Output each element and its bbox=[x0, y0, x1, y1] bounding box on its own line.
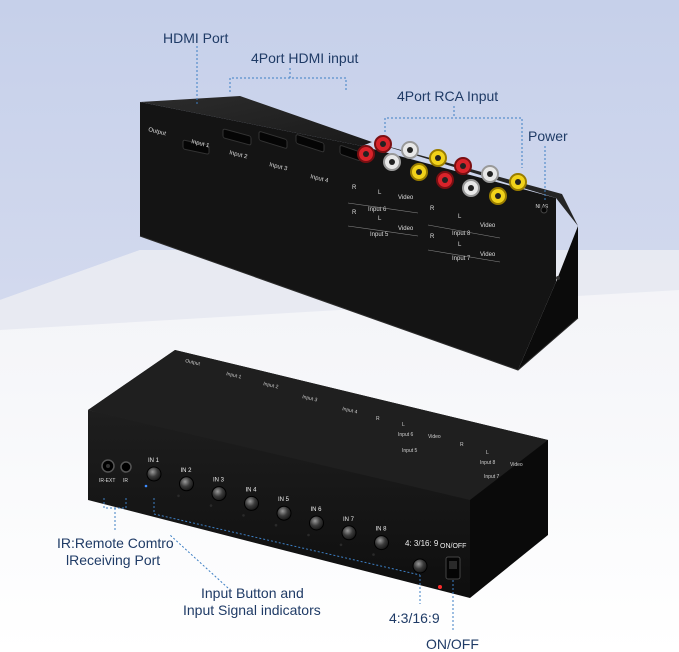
rear-device: Output Input 1 Input 2 Input 3 Input 4 bbox=[139, 96, 579, 371]
input-button-group: IN 1 IN 2 IN 3 IN 4 IN 5 IN 6 IN 7 IN 8 bbox=[144, 458, 389, 556]
hdmi-output-port bbox=[182, 139, 210, 155]
front-top-rca-l: L bbox=[402, 422, 405, 428]
rca-label-l: L bbox=[458, 214, 462, 220]
rca-label-video: Video bbox=[398, 226, 414, 232]
power-switch-label: ON/OFF bbox=[440, 543, 466, 550]
front-top-rca-l: L bbox=[486, 450, 489, 456]
callout-ir-receiver-line1: IR:Remote Comtro bbox=[57, 535, 174, 551]
front-top-rca-input-6: Input 6 bbox=[398, 432, 414, 438]
callout-input-button-line2: Input Signal indicators bbox=[183, 602, 321, 618]
rca-jack-group bbox=[357, 135, 527, 205]
rear-label-output: Output bbox=[148, 127, 167, 137]
input-button-label: IN 7 bbox=[343, 517, 355, 523]
hdmi-input-port-2 bbox=[258, 131, 288, 149]
callout-ir-receiver-line2: lReceiving Port bbox=[66, 552, 161, 568]
input-signal-indicator bbox=[274, 523, 278, 527]
input-button-label: IN 5 bbox=[278, 497, 290, 503]
input-signal-indicator bbox=[339, 543, 343, 547]
rca-label-group: R L Video Input 6 R L Video Input 5 R L … bbox=[347, 185, 548, 263]
callout-rca-input: 4Port RCA Input bbox=[397, 88, 499, 104]
front-top-rca-input-8: Input 8 bbox=[480, 460, 496, 466]
input-button-3[interactable] bbox=[211, 486, 227, 502]
input-button-6[interactable] bbox=[309, 515, 324, 531]
rca-label-video: Video bbox=[398, 195, 414, 201]
power-jack bbox=[540, 206, 548, 214]
input-button-5[interactable] bbox=[276, 505, 292, 521]
callout-hdmi-port: HDMI Port bbox=[163, 30, 229, 46]
callout-on-off: ON/OFF bbox=[426, 636, 479, 652]
input-button-label: IN 6 bbox=[311, 507, 323, 513]
input-signal-indicator bbox=[242, 514, 245, 517]
rca-label-video: Video bbox=[480, 252, 496, 258]
callout-hdmi-input: 4Port HDMI input bbox=[251, 50, 359, 66]
rca-label-r: R bbox=[352, 185, 357, 191]
rear-label-input-2: Input 2 bbox=[229, 150, 249, 160]
rca-label-r: R bbox=[352, 210, 357, 216]
rca-label-input-6: Input 6 bbox=[368, 207, 387, 213]
input-signal-indicator bbox=[209, 504, 213, 507]
rca-label-l: L bbox=[378, 190, 382, 196]
input-button-4[interactable] bbox=[244, 495, 259, 511]
callout-aspect-ratio: 4:3/16:9 bbox=[389, 610, 440, 626]
power-jack-label: 5V IN bbox=[535, 202, 548, 208]
front-top-label-output: Output bbox=[185, 358, 202, 367]
input-button-8[interactable] bbox=[374, 535, 389, 551]
front-top-label-input-4: Input 4 bbox=[342, 406, 358, 415]
rca-label-video: Video bbox=[480, 223, 496, 229]
front-top-label-input-1: Input 1 bbox=[226, 371, 242, 380]
input-button-label: IN 2 bbox=[181, 468, 193, 474]
front-top-rca-r: R bbox=[376, 416, 380, 422]
aspect-ratio-button[interactable] bbox=[412, 558, 428, 574]
hdmi-input-port-3 bbox=[295, 134, 325, 153]
input-button-label: IN 3 bbox=[213, 478, 225, 484]
rca-label-l: L bbox=[458, 242, 462, 248]
rca-label-r: R bbox=[430, 206, 435, 212]
front-top-rca-input-7: Input 7 bbox=[484, 474, 500, 480]
rca-label-r: R bbox=[430, 234, 435, 240]
front-top-rca-r: R bbox=[460, 442, 464, 448]
aspect-ratio-button-label: 4: 3/16: 9 bbox=[405, 539, 439, 548]
front-device-front bbox=[88, 410, 470, 598]
front-top-rca-input-5: Input 5 bbox=[402, 448, 418, 454]
callout-power: Power bbox=[528, 128, 568, 144]
front-top-rca-video: Video bbox=[510, 462, 523, 468]
front-device: Output Input 1 Input 2 Input 3 Input 4 R… bbox=[88, 350, 548, 598]
front-device-side bbox=[470, 440, 548, 598]
front-top-label-input-2: Input 2 bbox=[263, 381, 279, 390]
input-button-label: IN 4 bbox=[246, 487, 258, 493]
input-button-label: IN 1 bbox=[148, 458, 160, 464]
ir-receiver-port bbox=[120, 461, 132, 473]
input-signal-indicator bbox=[307, 533, 310, 537]
rear-device-side bbox=[518, 226, 578, 370]
leader-lines bbox=[103, 46, 546, 630]
front-top-rca-video: Video bbox=[428, 434, 441, 440]
ir-ext-label: IR-EXT bbox=[99, 478, 115, 484]
rca-label-input-7: Input 7 bbox=[452, 256, 471, 262]
rear-label-input-3: Input 3 bbox=[269, 162, 289, 172]
callout-input-button-line1: Input Button and bbox=[201, 585, 304, 601]
rear-device-panel bbox=[140, 102, 556, 370]
input-signal-indicator bbox=[144, 484, 148, 488]
power-indicator-led bbox=[438, 585, 442, 589]
rca-label-l: L bbox=[378, 216, 382, 222]
input-signal-indicator bbox=[177, 494, 180, 498]
input-button-label: IN 8 bbox=[376, 527, 388, 533]
front-top-label-input-3: Input 3 bbox=[302, 394, 318, 403]
rca-label-input-5: Input 5 bbox=[370, 232, 389, 238]
input-button-2[interactable] bbox=[179, 476, 194, 492]
input-button-7[interactable] bbox=[341, 525, 357, 541]
rca-label-input-8: Input 8 bbox=[452, 231, 471, 237]
input-signal-indicator bbox=[372, 553, 375, 556]
rear-device-top bbox=[140, 96, 372, 146]
hdmi-input-port-1 bbox=[222, 128, 252, 146]
ir-label: IR bbox=[123, 478, 128, 484]
rear-label-input-4: Input 4 bbox=[310, 174, 330, 184]
input-button-1[interactable] bbox=[146, 466, 162, 482]
rear-label-input-1: Input 1 bbox=[191, 139, 211, 149]
